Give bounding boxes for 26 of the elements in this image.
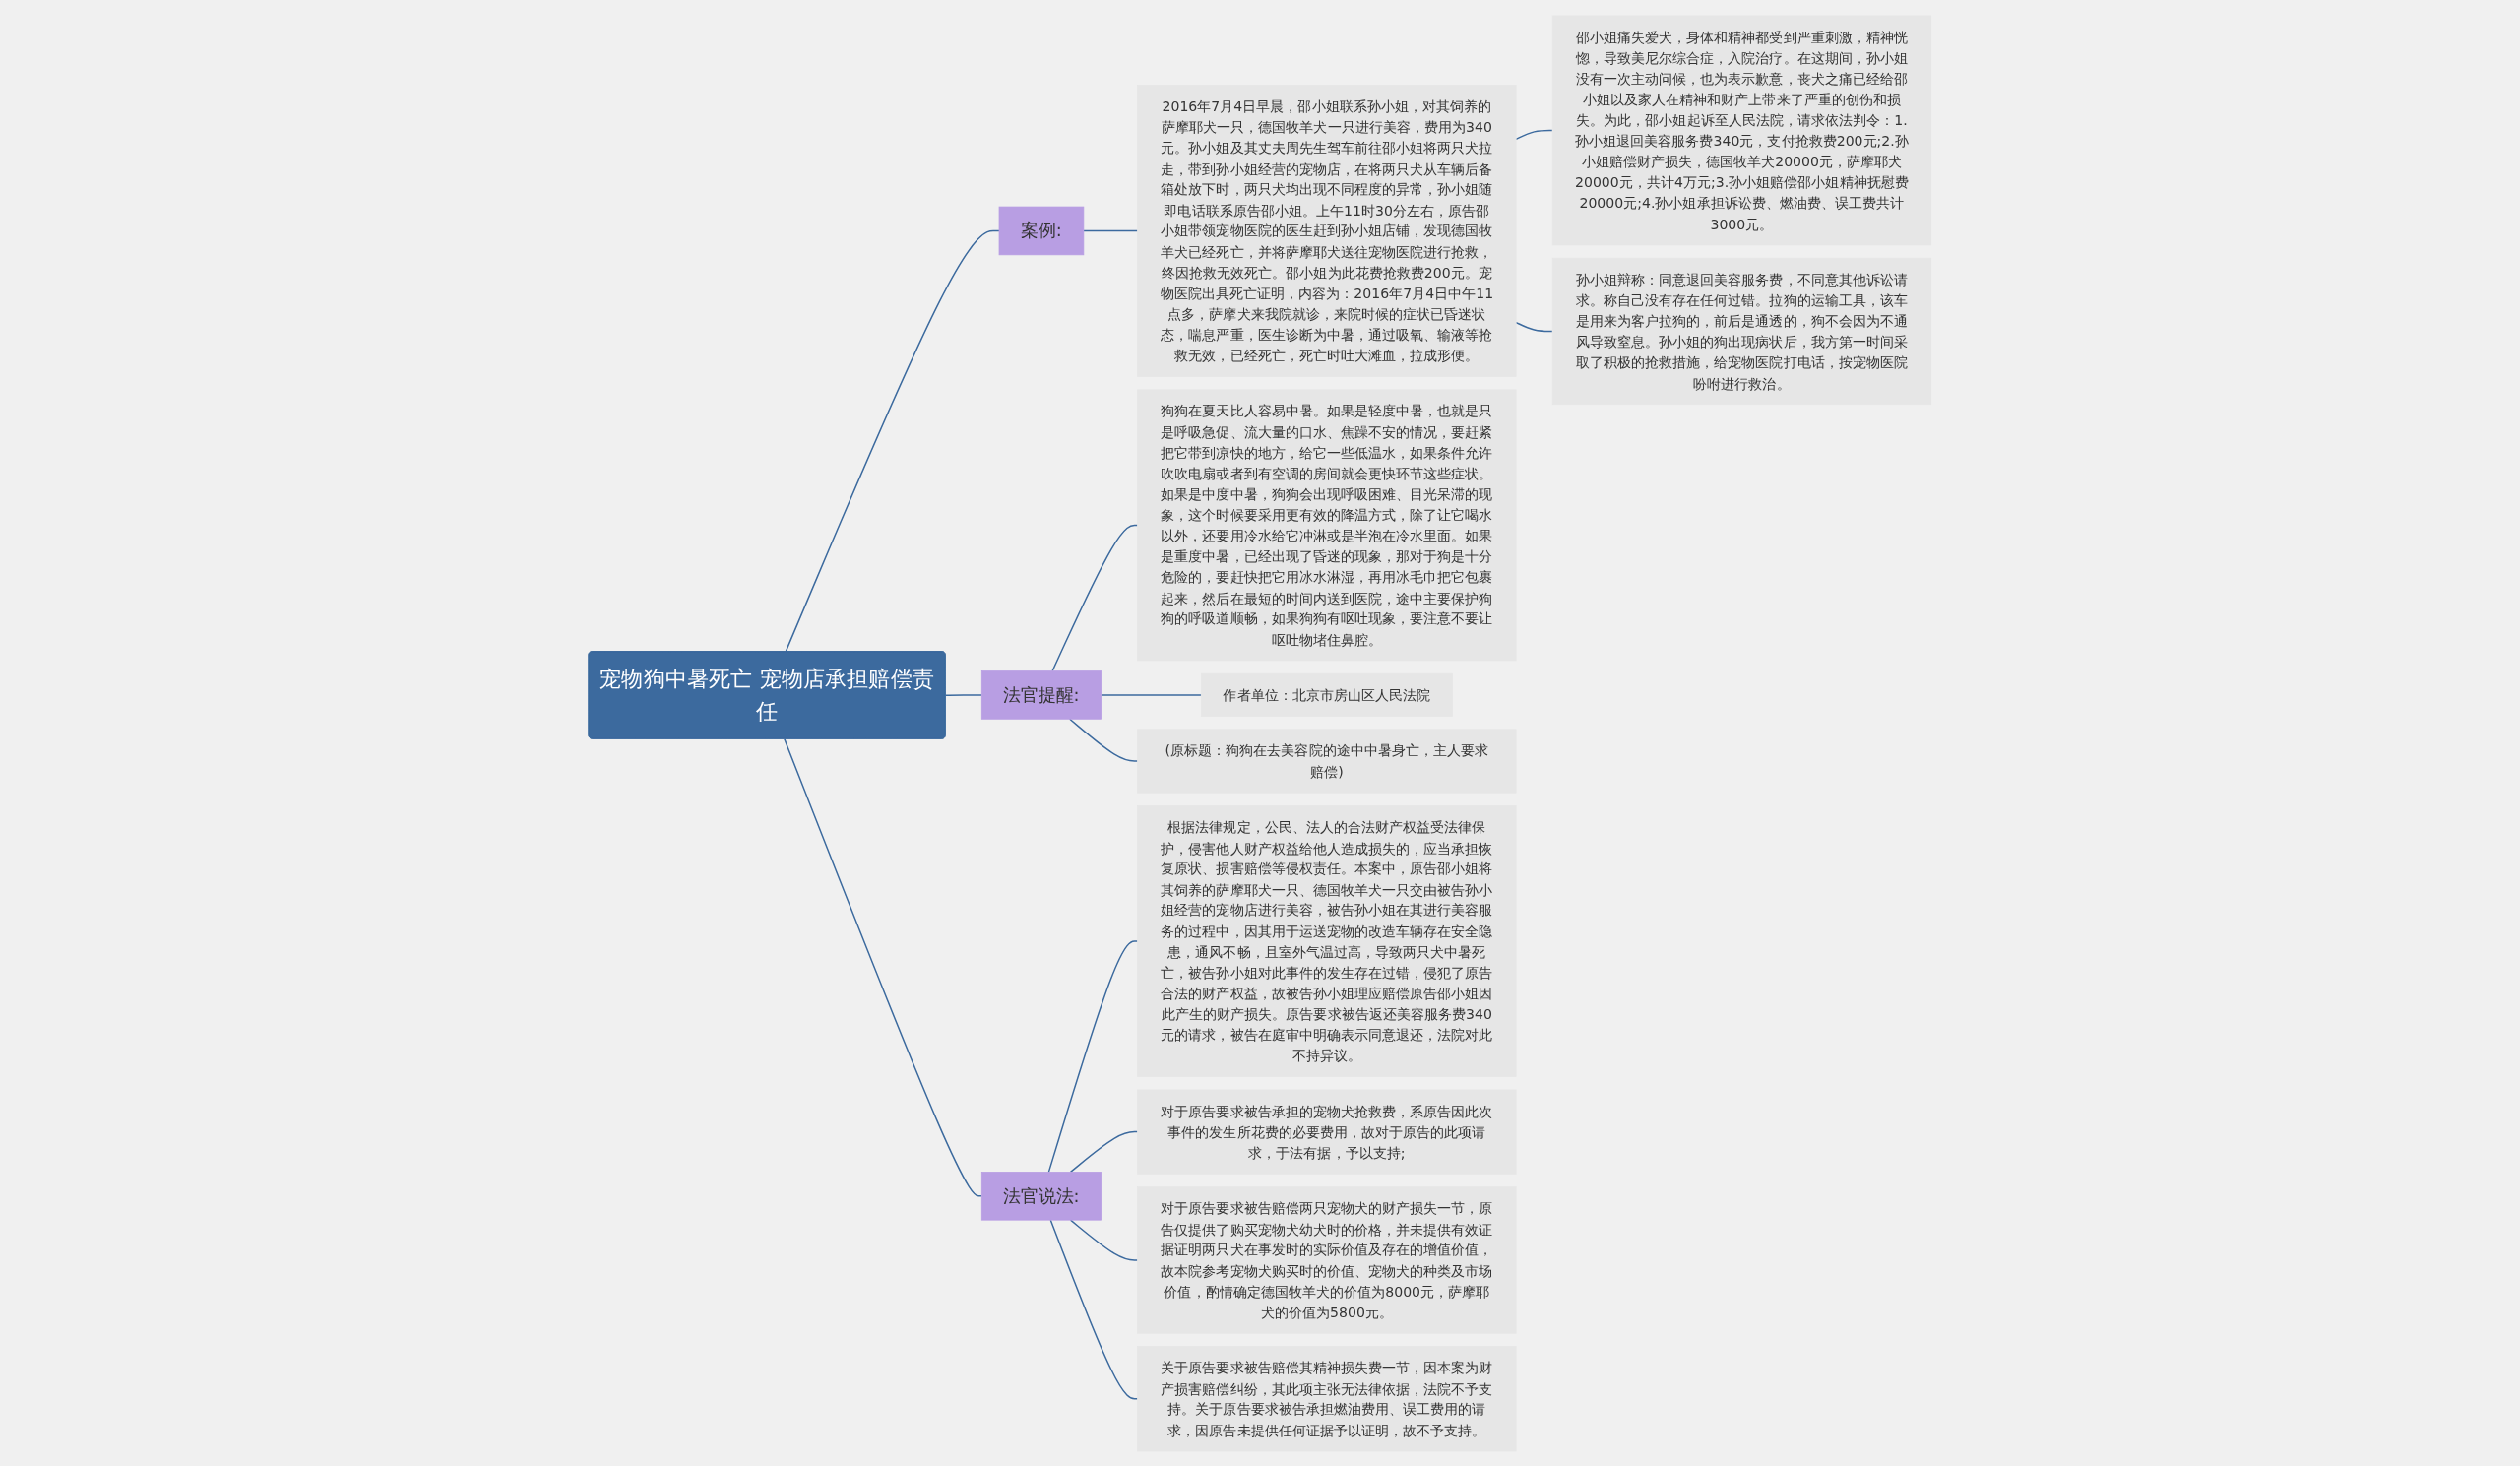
- connector: [1070, 1130, 1139, 1173]
- connector: [1051, 524, 1139, 671]
- connector: [1515, 321, 1554, 332]
- node-box: 邵小姐痛失爱犬，身体和精神都受到严重刺激，精神恍惚，导致美尼尔综合症，入院治疗。在这期间，孙小姐没有一次主动问候，也为表示歉意，丧犬之痛已经给邵小姐以及家人在精神和财产上带来了严重的创伤和损失。为此，邵小姐起诉至人民法院，请求依法判令：1.孙小姐退回美容服务费340元，支付抢救费200元;2.孙小姐赔偿财产损失，德国牧羊犬20000元，萨摩耶犬20000元，共计4万元;3.孙小姐赔偿邵小姐精神抚慰费20000元;4.孙小姐承担诉讼费、燃油费、误工费共计3000元。: [1551, 15, 1932, 245]
- connector: [784, 737, 983, 1196]
- node-box: 对于原告要求被告承担的宠物犬抢救费，系原告因此次事件的发生所花费的必要费用，故对于原告的此项请求，于法有据，予以支持;: [1137, 1089, 1517, 1175]
- connector: [785, 229, 1000, 653]
- node-box: 关于原告要求被告赔偿其精神损失费一节，因本案为财产损害赔偿纠纷，其此项主张无法律依据，法院不予支持。关于原告要求被告承担燃油费用、误工费用的请求，因原告未提供任何证据予以证明，故不予支持。: [1137, 1345, 1517, 1451]
- connector: [1047, 939, 1139, 1173]
- node-box: 法官说法:: [981, 1171, 1102, 1221]
- node-box: 法官提醒:: [981, 669, 1102, 720]
- node-box: 孙小姐辩称：同意退回美容服务费，不同意其他诉讼请求。称自己没有存在任何过错。拉狗的运输工具，该车是用来为客户拉狗的，前后是通透的，狗不会因为不通风导致窒息。孙小姐的狗出现病状后，我方第一时间采取了积极的抢救措施，给宠物医院打电话，按宠物医院吩咐进行救治。: [1551, 257, 1932, 405]
- node-box: 2016年7月4日早晨，邵小姐联系孙小姐，对其饲养的萨摩耶犬一只，德国牧羊犬一只进行美容，费用为340元。孙小姐及其丈夫周先生驾车前往邵小姐将两只犬拉走，带到孙小姐经营的宠物店，在将两只犬从车辆后备箱处放下时，两只犬均出现不同程度的异常，孙小姐随即电话联系原告邵小姐。上午11时30分左右，原告邵小姐带领宠物医院的医生赶到孙小姐店铺，发现德国牧羊犬已经死亡，并将萨摩耶犬送往宠物医院进行抢救，终因抢救无效死亡。邵小姐为此花费抢救费200元。宠物医院出具死亡证明，内容为：2016年7月4日中午11点多，萨摩犬来我院就诊，来院时候的症状已昏迷状态，喘息严重，医生诊断为中暑，通过吸氧、输液等抢救无效，已经死亡，死亡时吐大滩血，拉成形便。: [1137, 84, 1517, 377]
- node-box: 对于原告要求被告赔偿两只宠物犬的财产损失一节，原告仅提供了购买宠物犬幼犬时的价格，并未提供有效证据证明两只犬在事发时的实际价值及存在的增值价值，故本院参考宠物犬购买时的价值、宠物犬的种类及市场价值，酌情确定德国牧羊犬的价值为8000元，萨摩耶犬的价值为5800元。: [1137, 1185, 1517, 1334]
- node-box: 根据法律规定，公民、法人的合法财产权益受法律保护，侵害他人财产权益给他人造成损失的，应当承担恢复原状、损害赔偿等侵权责任。本案中，原告邵小姐将其饲养的萨摩耶犬一只、德国牧羊犬一只交由被告孙小姐经营的宠物店进行美容，被告孙小姐在其进行美容服务的过程中，因其用于运送宠物的改造车辆存在安全隐患，通风不畅，且室外气温过高，导致两只犬中暑死亡，被告孙小姐对此事件的发生存在过错，侵犯了原告合法的财产权益，故被告孙小姐理应赔偿原告邵小姐因此产生的财产损失。原告要求被告返还美容服务费340元的请求，被告在庭审中明确表示同意退还，法院对此不持异议。: [1137, 804, 1517, 1077]
- connector: [1070, 1218, 1139, 1261]
- node-box: (原标题：狗狗在去美容院的途中中暑身亡，主人要求赔偿): [1137, 728, 1517, 794]
- connector: [1101, 693, 1203, 696]
- connector: [1069, 718, 1139, 762]
- connector: [1515, 129, 1554, 140]
- connector: [1049, 1218, 1139, 1400]
- node-box: 案例:: [998, 206, 1085, 255]
- node-box: 狗狗在夏天比人容易中暑。如果是轻度中暑，也就是只是呼吸急促、流大量的口水、焦躁不安的情况，要赶紧把它带到凉快的地方，给它一些低温水，如果条件允许吹吹电扇或者到有空调的房间就会更快环节这些症状。如果是中度中暑，狗狗会出现呼吸困难、目光呆滞的现象，这个时候要采用更有效的降温方式，除了让它喝水以外，还要用冷水给它冲淋或是半泡在冷水里面。如果是重度中暑，已经出现了昏迷的现象，那对于狗是十分危险的，要赶快把它用冰水淋湿，再用冰毛巾把它包裹起来，然后在最短的时间内送到医院，途中主要保护狗狗的呼吸道顺畅，如果狗狗有呕吐现象，要注意不要让呕吐物堵住鼻腔。: [1137, 389, 1517, 661]
- connector: [1083, 229, 1139, 231]
- connector: [945, 693, 983, 696]
- node-box: 作者单位：北京市房山区人民法院: [1201, 672, 1453, 717]
